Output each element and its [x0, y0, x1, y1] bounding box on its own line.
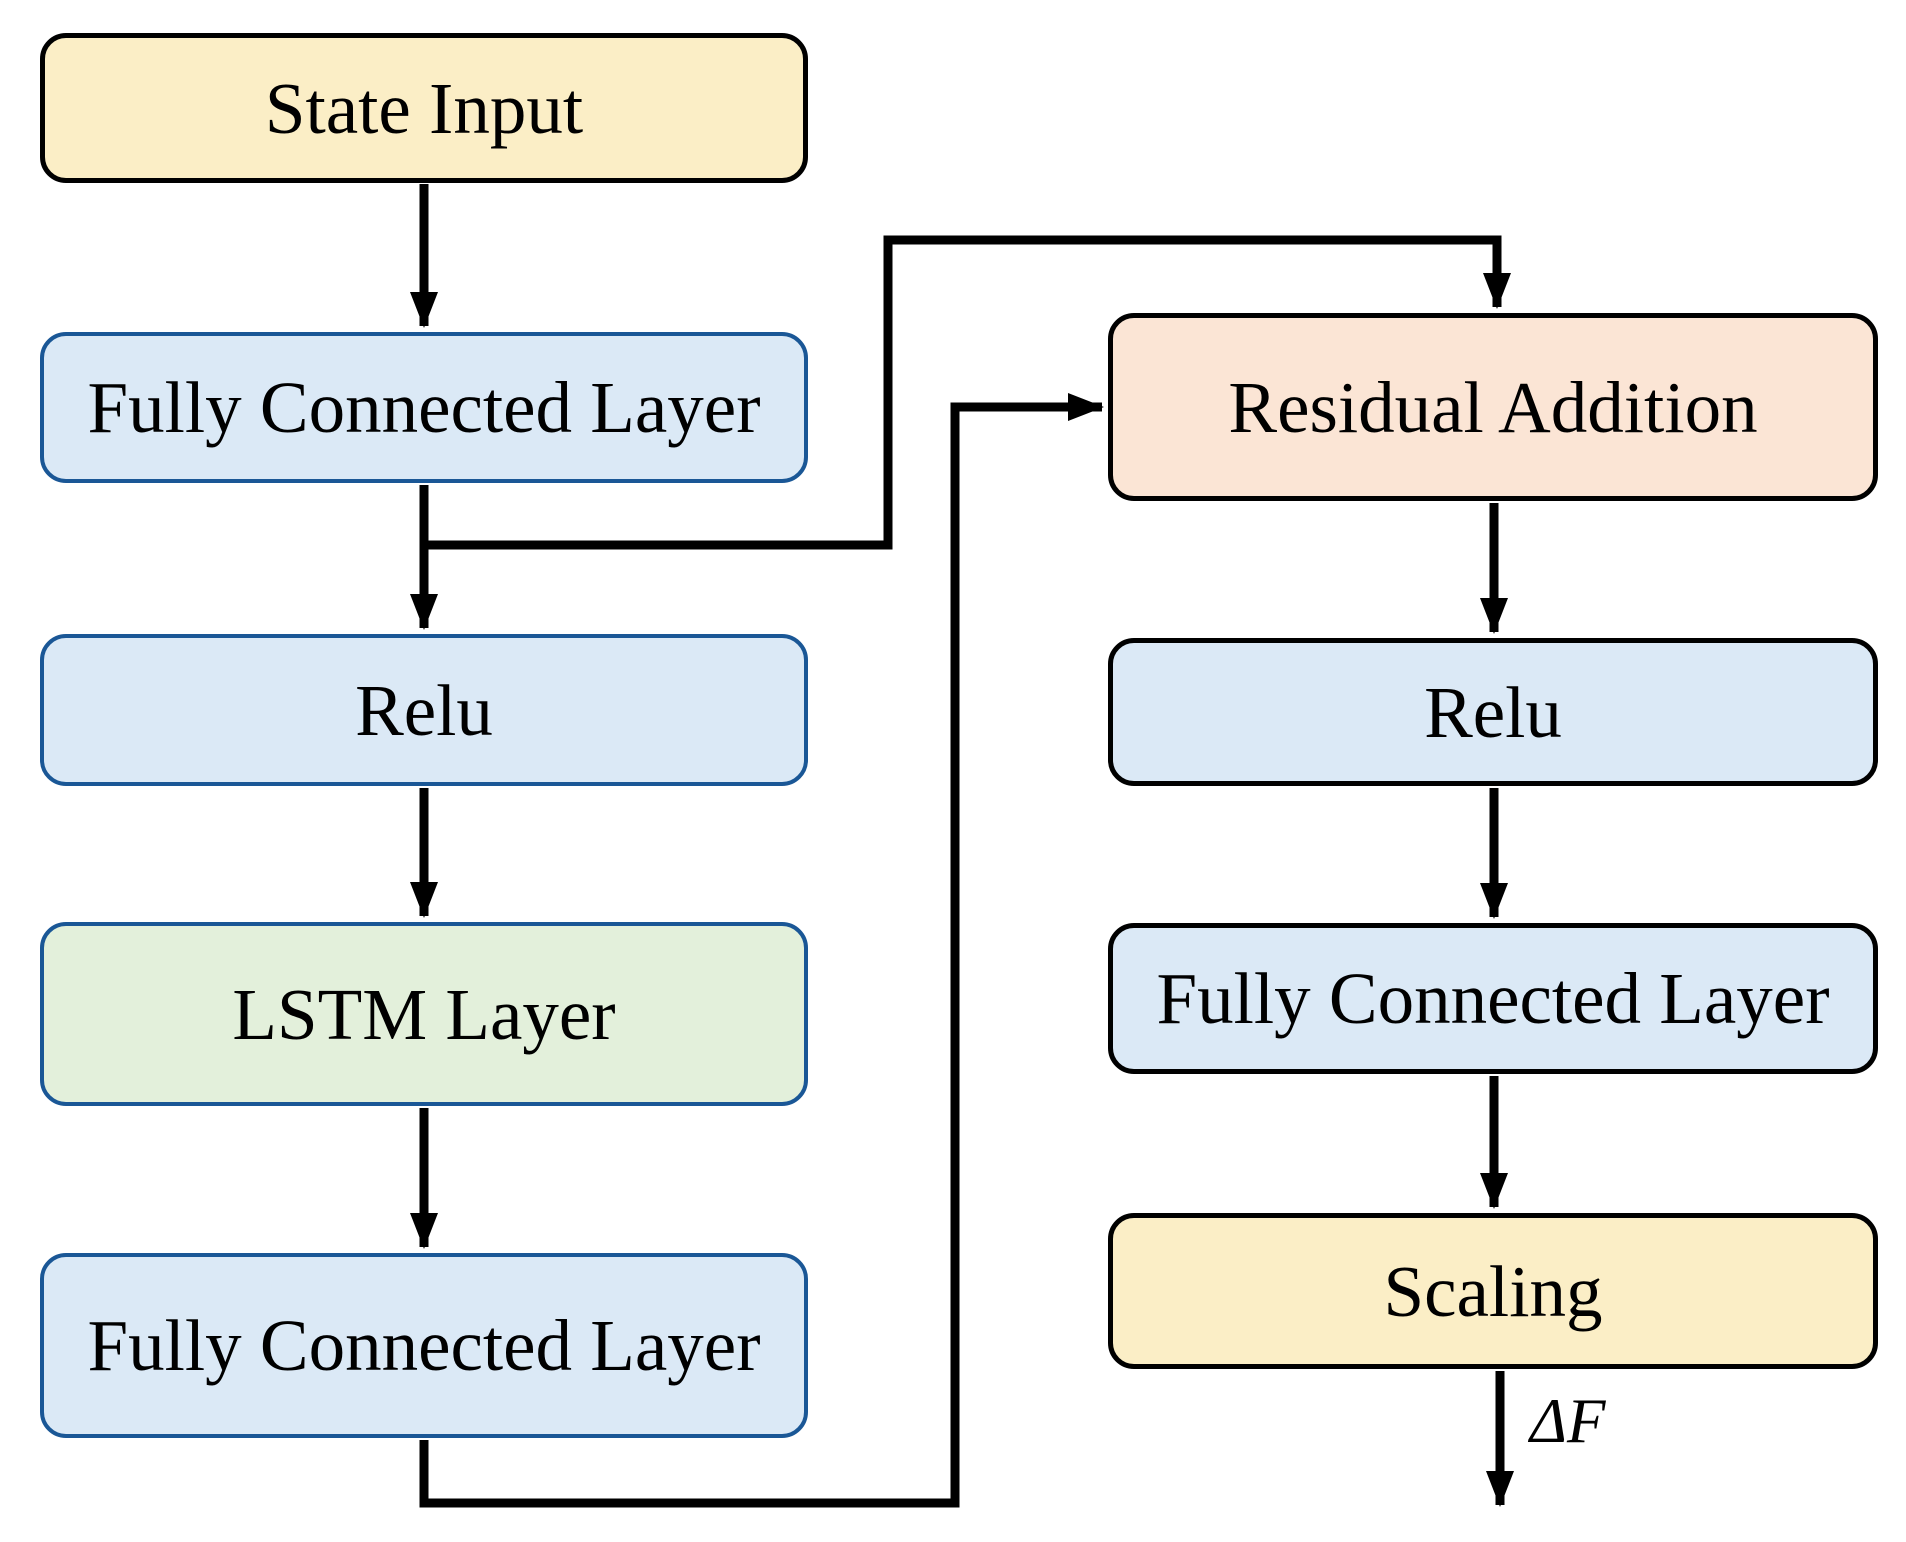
node-relu-1: Relu: [40, 634, 808, 786]
node-lstm-layer: LSTM Layer: [40, 922, 808, 1106]
edge-fc2-to-residual-addition-skip: [419, 393, 1104, 1508]
node-fully-connected-layer-2-label: Fully Connected Layer: [87, 1305, 761, 1386]
node-scaling: Scaling: [1108, 1213, 1878, 1369]
node-lstm-layer-label: LSTM Layer: [232, 973, 616, 1055]
node-scaling-label: Scaling: [1383, 1250, 1603, 1332]
node-residual-addition: Residual Addition: [1108, 313, 1878, 501]
node-relu-1-label: Relu: [355, 669, 493, 751]
node-fully-connected-layer-2: Fully Connected Layer: [40, 1253, 808, 1438]
node-relu-2: Relu: [1108, 638, 1878, 786]
node-fully-connected-layer-1-label: Fully Connected Layer: [87, 367, 761, 448]
node-relu-2-label: Relu: [1424, 671, 1562, 753]
node-fully-connected-layer-3-label: Fully Connected Layer: [1156, 958, 1830, 1039]
node-state-input: State Input: [40, 33, 808, 183]
edge-fc1-to-residual-addition-skip: [424, 235, 1511, 550]
node-fully-connected-layer-1: Fully Connected Layer: [40, 332, 808, 483]
node-residual-addition-label: Residual Addition: [1228, 366, 1758, 448]
node-state-input-label: State Input: [264, 67, 584, 149]
output-delta-f-label: ΔF: [1530, 1386, 1606, 1456]
node-fully-connected-layer-3: Fully Connected Layer: [1108, 923, 1878, 1074]
